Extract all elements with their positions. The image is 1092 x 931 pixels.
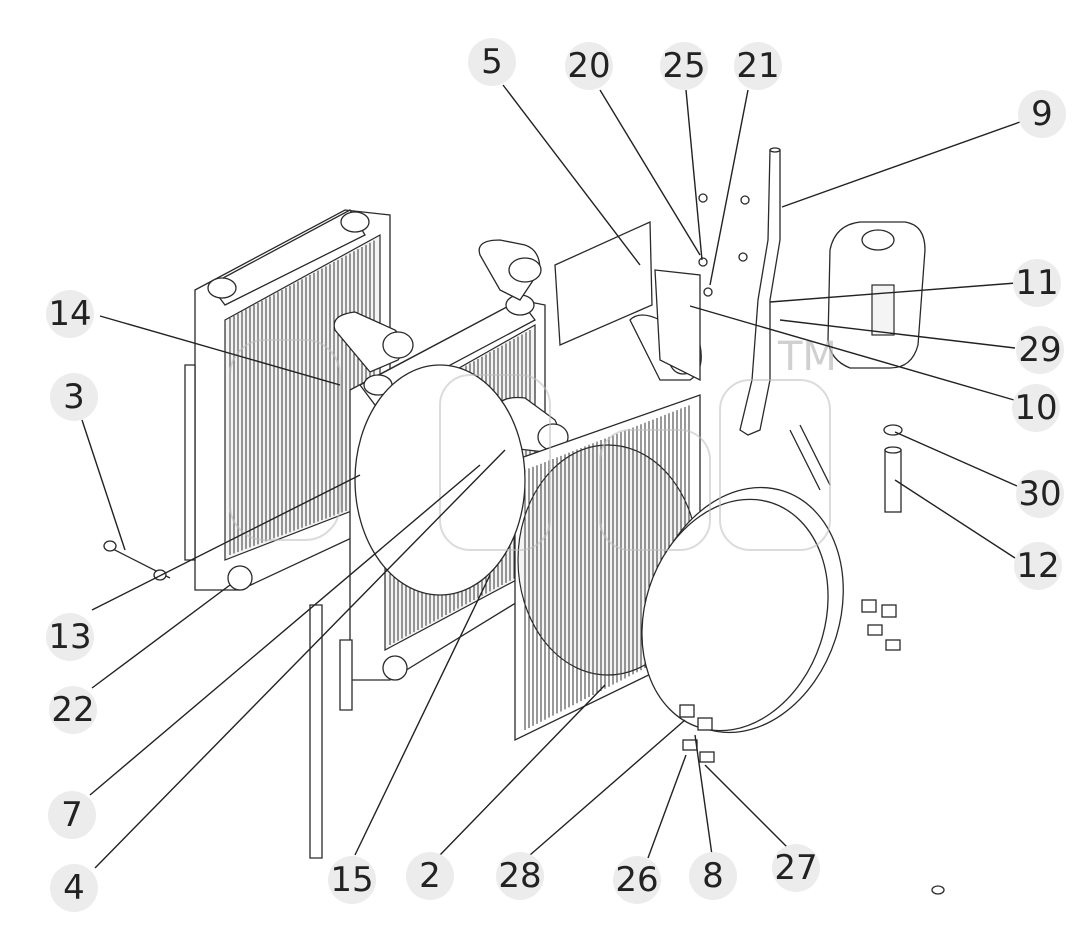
callout-26-label: 26 bbox=[615, 860, 658, 900]
callout-29: 29 bbox=[1016, 326, 1064, 374]
callout-15: 15 bbox=[328, 856, 376, 904]
callout-7: 7 bbox=[48, 791, 96, 839]
leader-7 bbox=[89, 464, 481, 796]
leader-22 bbox=[91, 584, 231, 689]
callout-20: 20 bbox=[565, 42, 613, 90]
fan-ring bbox=[641, 486, 844, 734]
callout-9: 9 bbox=[1018, 90, 1066, 138]
leader-25 bbox=[685, 89, 703, 261]
leader-11 bbox=[769, 282, 1017, 303]
leader-21 bbox=[709, 89, 749, 286]
callout-28: 28 bbox=[496, 852, 544, 900]
callout-13-label: 13 bbox=[48, 617, 91, 657]
callout-29-label: 29 bbox=[1018, 330, 1061, 370]
leader-27 bbox=[704, 764, 791, 851]
leader-28 bbox=[529, 719, 686, 856]
bracket bbox=[554, 221, 701, 382]
leader-lines bbox=[81, 84, 1021, 869]
leader-30 bbox=[894, 431, 1018, 487]
callout-3-label: 3 bbox=[63, 377, 85, 417]
callout-14: 14 bbox=[46, 290, 94, 338]
callout-8-label: 8 bbox=[702, 856, 724, 896]
leader-2 bbox=[439, 684, 606, 856]
callout-5-label: 5 bbox=[481, 42, 503, 82]
pipe bbox=[739, 147, 831, 491]
callout-11: 11 bbox=[1013, 259, 1061, 307]
leader-12 bbox=[894, 479, 1016, 559]
leader-14 bbox=[99, 315, 341, 386]
leader-10 bbox=[689, 305, 1015, 401]
mounting-strips bbox=[184, 364, 353, 859]
callout-2-label: 2 bbox=[419, 856, 441, 896]
expansion-tank bbox=[827, 221, 926, 369]
callout-22: 22 bbox=[49, 686, 97, 734]
leader-15 bbox=[354, 574, 491, 856]
bolt bbox=[103, 540, 171, 581]
callout-21: 21 bbox=[734, 42, 782, 90]
radiator-rear bbox=[194, 209, 391, 591]
callout-26: 26 bbox=[613, 856, 661, 904]
callout-11-label: 11 bbox=[1015, 263, 1058, 303]
callout-10-label: 10 bbox=[1014, 388, 1057, 428]
callout-21-label: 21 bbox=[736, 46, 779, 86]
callout-28-label: 28 bbox=[498, 856, 541, 896]
parts-drawing: TM bbox=[103, 147, 945, 895]
leader-8 bbox=[694, 734, 713, 856]
callout-2: 2 bbox=[406, 852, 454, 900]
callout-30: 30 bbox=[1016, 470, 1064, 518]
callout-9-label: 9 bbox=[1031, 94, 1053, 134]
callout-27-label: 27 bbox=[774, 848, 817, 888]
callout-4-label: 4 bbox=[63, 868, 85, 908]
hardware bbox=[679, 193, 945, 895]
callouts: 5 20 25 21 9 14 11 29 3 10 30 12 13 22 7… bbox=[46, 38, 1066, 912]
leader-20 bbox=[599, 89, 701, 256]
callout-5: 5 bbox=[468, 38, 516, 86]
callout-13: 13 bbox=[46, 613, 94, 661]
callout-8: 8 bbox=[689, 852, 737, 900]
leader-13 bbox=[91, 474, 361, 611]
callout-4: 4 bbox=[50, 864, 98, 912]
callout-30-label: 30 bbox=[1018, 474, 1061, 514]
watermark: TM bbox=[229, 334, 837, 551]
callout-12-label: 12 bbox=[1016, 546, 1059, 586]
watermark-text: TM bbox=[777, 334, 837, 380]
leader-9 bbox=[781, 121, 1021, 208]
callout-7-label: 7 bbox=[61, 795, 83, 835]
callout-27: 27 bbox=[772, 844, 820, 892]
hoses bbox=[333, 239, 702, 453]
callout-3: 3 bbox=[50, 373, 98, 421]
callout-12: 12 bbox=[1014, 542, 1062, 590]
callout-15-label: 15 bbox=[330, 860, 373, 900]
leader-3 bbox=[81, 419, 126, 551]
leader-4 bbox=[94, 449, 506, 869]
callout-25-label: 25 bbox=[662, 46, 705, 86]
rod-parts bbox=[883, 424, 903, 513]
callout-10: 10 bbox=[1012, 384, 1060, 432]
callout-14-label: 14 bbox=[48, 294, 91, 334]
callout-22-label: 22 bbox=[51, 690, 94, 730]
leader-26 bbox=[647, 754, 687, 859]
leader-29 bbox=[779, 319, 1016, 349]
leader-5 bbox=[502, 84, 641, 266]
callout-25: 25 bbox=[660, 42, 708, 90]
callout-20-label: 20 bbox=[567, 46, 610, 86]
